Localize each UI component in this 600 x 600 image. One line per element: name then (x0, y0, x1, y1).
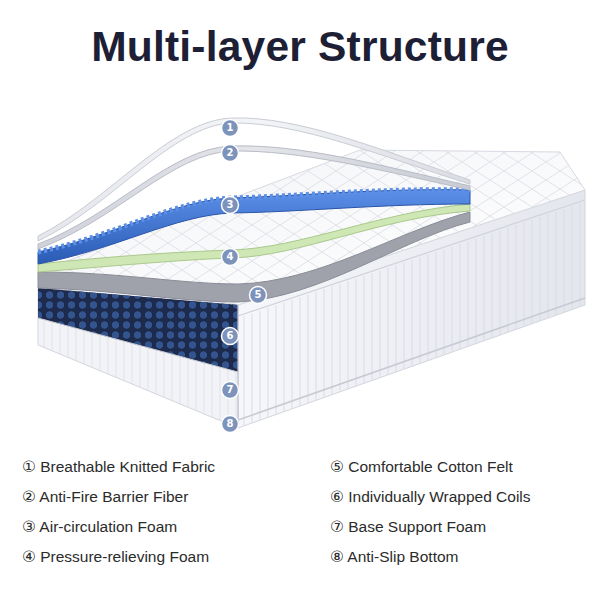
foam-layer (38, 190, 470, 264)
quilt-pattern (38, 150, 585, 305)
callout-number: 8 (220, 416, 240, 432)
callout-number: 5 (248, 287, 268, 303)
bottom-edge (238, 298, 585, 420)
layer-name: ⑧ Anti-Slip Bottom (330, 547, 458, 567)
layer-name: ④ Pressure-relieving Foam (22, 547, 209, 567)
callout-number: 2 (220, 145, 240, 161)
callout-number: 6 (220, 328, 240, 344)
layer-name: ② Anti-Fire Barrier Fiber (22, 487, 188, 507)
top-panel (38, 150, 585, 305)
layer-name: ③ Air-circulation Foam (22, 517, 177, 537)
callout-number: 7 (220, 382, 240, 398)
corner-edge (237, 305, 238, 428)
layer-name: ① Breathable Knitted Fabric (22, 457, 215, 477)
mattress-top (38, 150, 585, 305)
layer-name: ⑦ Base Support Foam (330, 517, 486, 537)
base-foam (38, 318, 238, 428)
peeled-layers (38, 118, 470, 302)
callout-number: 4 (220, 249, 240, 265)
fabric-layer (38, 118, 470, 241)
callout-number: 3 (220, 197, 240, 213)
layer-name: ⑤ Comfortable Cotton Felt (330, 457, 513, 477)
mattress-end (38, 288, 238, 428)
callout-number: 1 (220, 120, 240, 136)
layer-name: ⑥ Individually Wrapped Coils (330, 487, 531, 507)
title-text: Multi-layer Structure (0, 22, 600, 71)
seam-line (38, 318, 238, 372)
end-panel (38, 288, 238, 428)
